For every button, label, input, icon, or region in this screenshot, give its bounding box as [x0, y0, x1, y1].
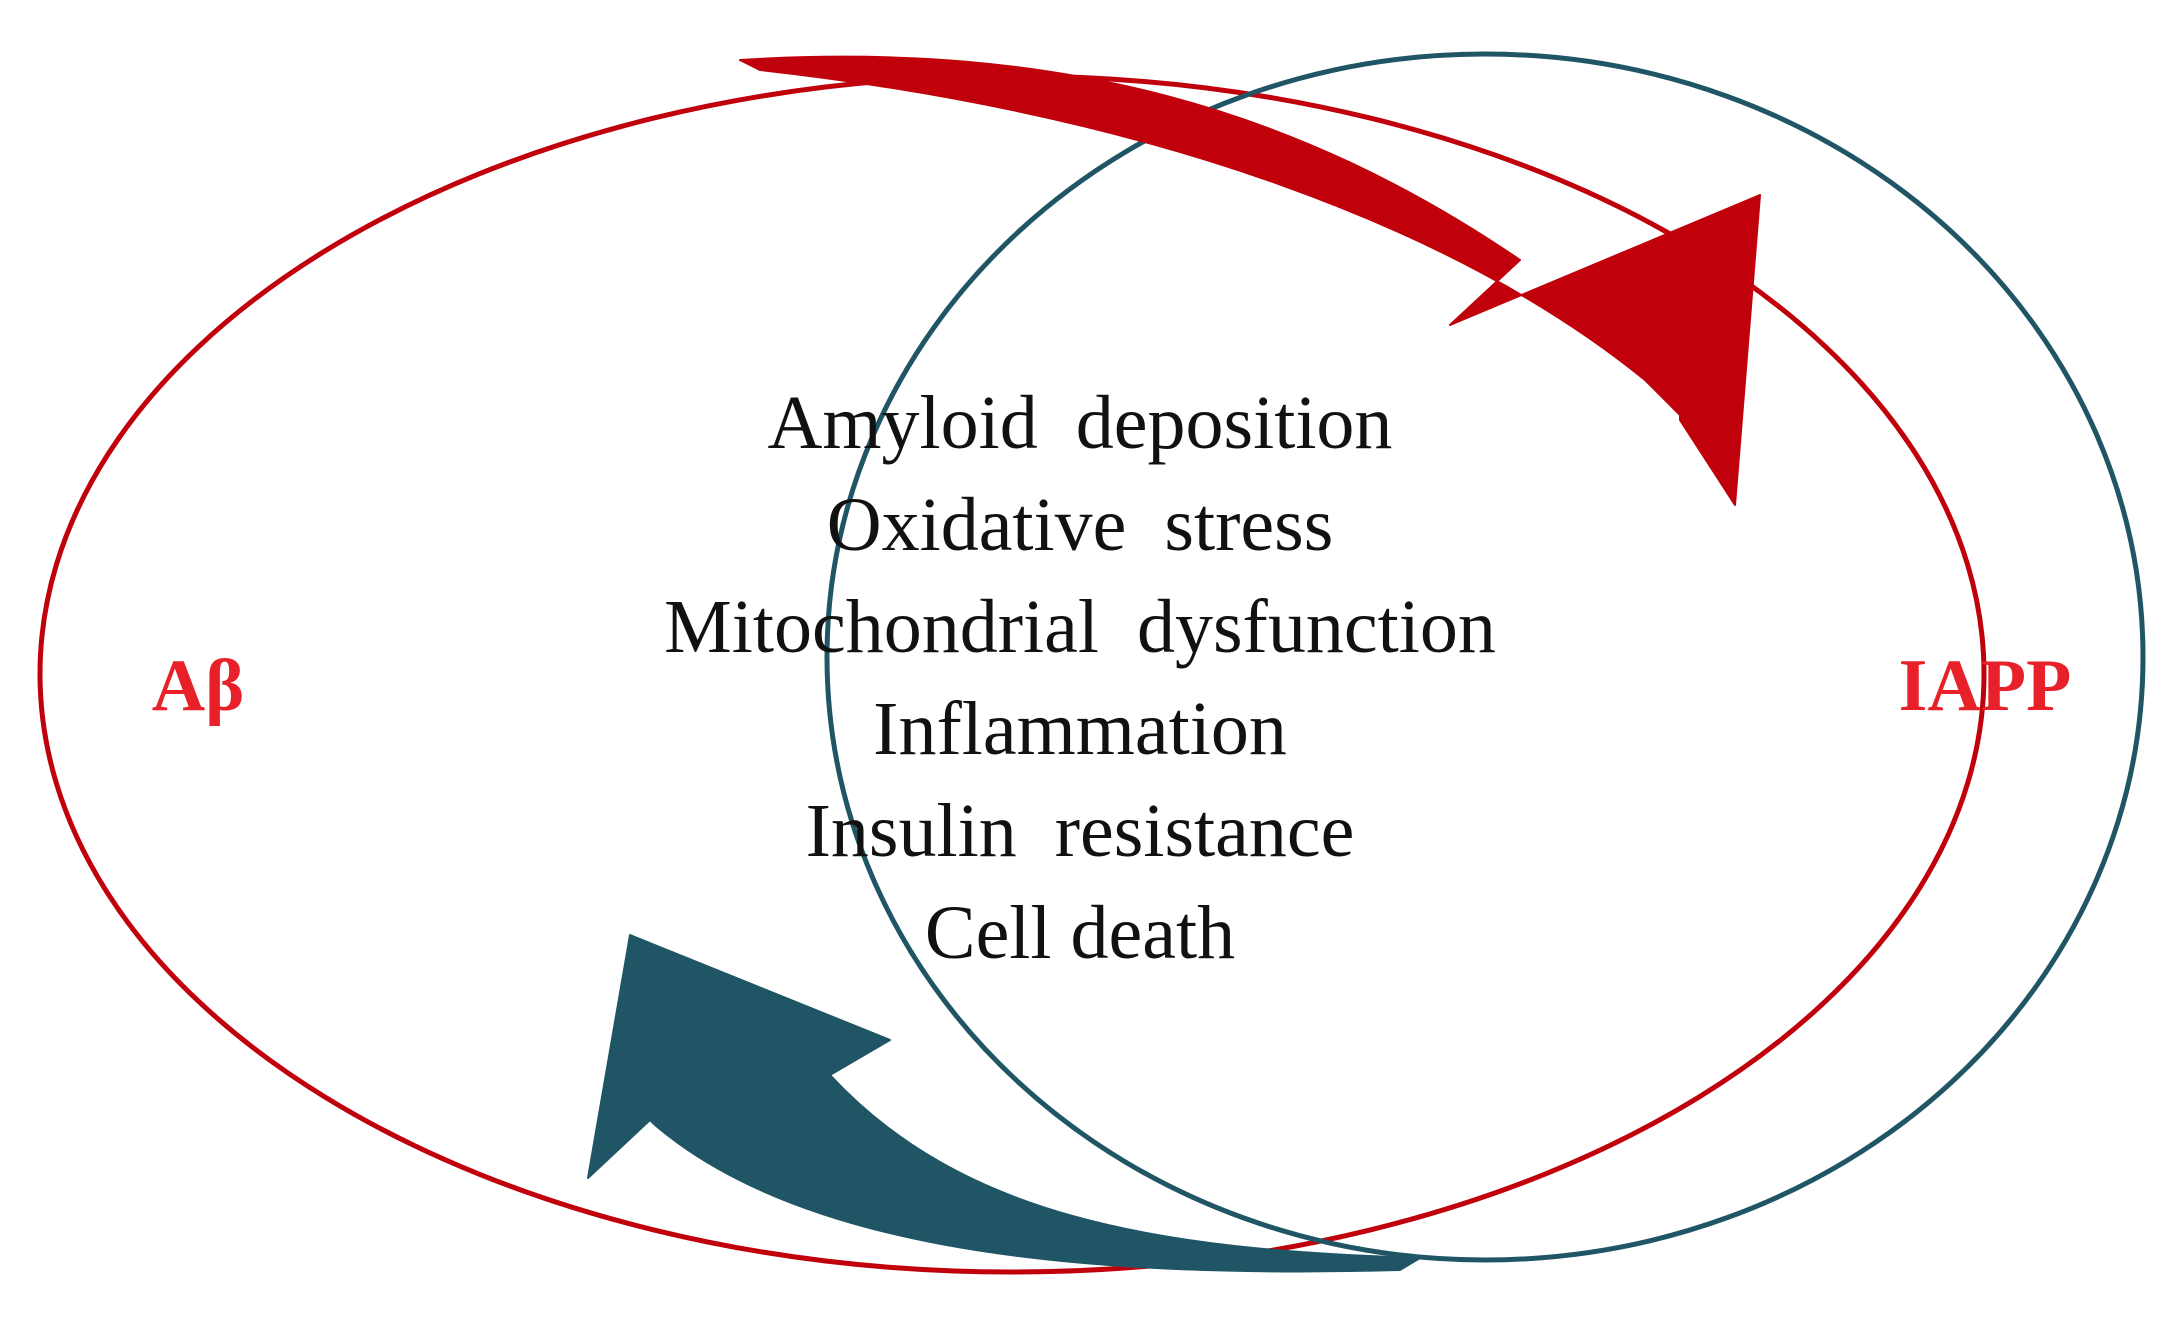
red-curved-arrow: [739, 55, 1761, 506]
effect-mitochondrial-dysfunction: Mitochondrial dysfunction: [664, 585, 1496, 669]
effect-oxidative-stress: Oxidative stress: [827, 483, 1334, 567]
shared-effects-list: Amyloid deposition Oxidative stress Mito…: [664, 381, 1496, 975]
effect-inflammation: Inflammation: [873, 687, 1287, 771]
effect-cell-death: Cell death: [925, 891, 1235, 975]
abeta-label: Aβ: [152, 645, 244, 727]
teal-curved-arrow: [587, 934, 1421, 1273]
iapp-ellipse: [824, 51, 2146, 1263]
iapp-label: IAPP: [1899, 645, 2072, 727]
effect-insulin-resistance: Insulin resistance: [806, 789, 1355, 873]
effect-amyloid-deposition: Amyloid deposition: [768, 381, 1393, 465]
